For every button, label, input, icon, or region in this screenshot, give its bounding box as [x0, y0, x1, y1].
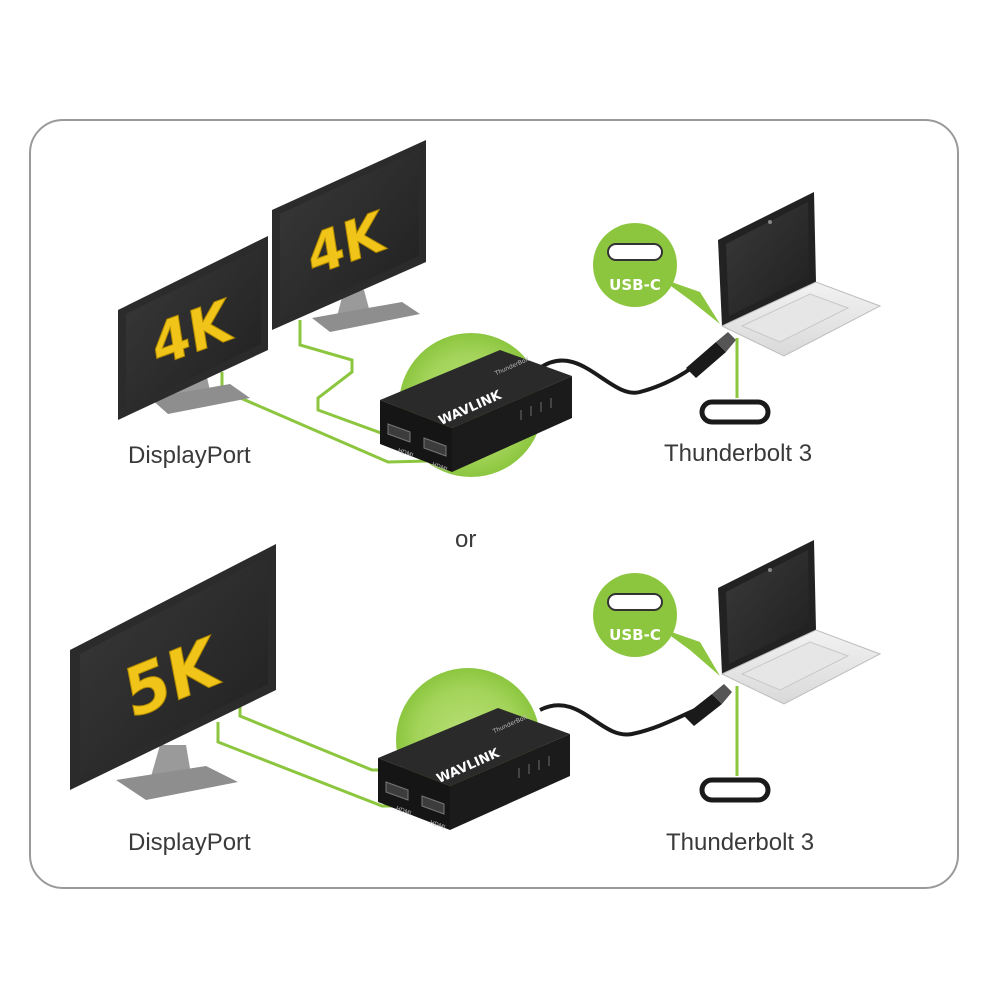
top-thunderbolt-label: Thunderbolt 3 [664, 440, 813, 467]
top-thunderbolt-port-icon [699, 399, 771, 425]
top-usbc-label: USB-C [609, 276, 661, 294]
top-usb-c-plug [686, 332, 736, 378]
bottom-usbc-label: USB-C [609, 626, 661, 644]
top-laptop [718, 192, 882, 357]
top-usbc-callout: USB-C [593, 223, 720, 324]
top-displayport-label: DisplayPort [128, 442, 251, 469]
bottom-displayport-label: DisplayPort [128, 829, 251, 856]
bottom-monitor: 5K [70, 544, 276, 800]
bottom-setup: 5K WAVLINK ThunderBolt HDMI HDMI [70, 540, 882, 831]
bottom-usbc-callout: USB-C [593, 573, 720, 676]
top-monitor-front: 4K [118, 236, 268, 420]
bottom-thunderbolt-label: Thunderbolt 3 [666, 829, 815, 856]
bottom-thunderbolt-cable [539, 703, 701, 737]
top-thunderbolt-cable [538, 356, 707, 395]
bottom-adapter: WAVLINK ThunderBolt HDMI HDMI [378, 708, 570, 831]
or-separator: or [455, 526, 477, 553]
top-adapter: WAVLINK ThunderBolt HDMI HDMI [380, 350, 572, 473]
bottom-laptop [718, 540, 882, 705]
bottom-usb-c-plug [684, 684, 732, 726]
bottom-thunderbolt-port-icon [699, 777, 771, 803]
top-setup: 4K 4K WAVLINK ThunderBolt [118, 140, 882, 477]
top-monitor-back: 4K [272, 140, 426, 332]
